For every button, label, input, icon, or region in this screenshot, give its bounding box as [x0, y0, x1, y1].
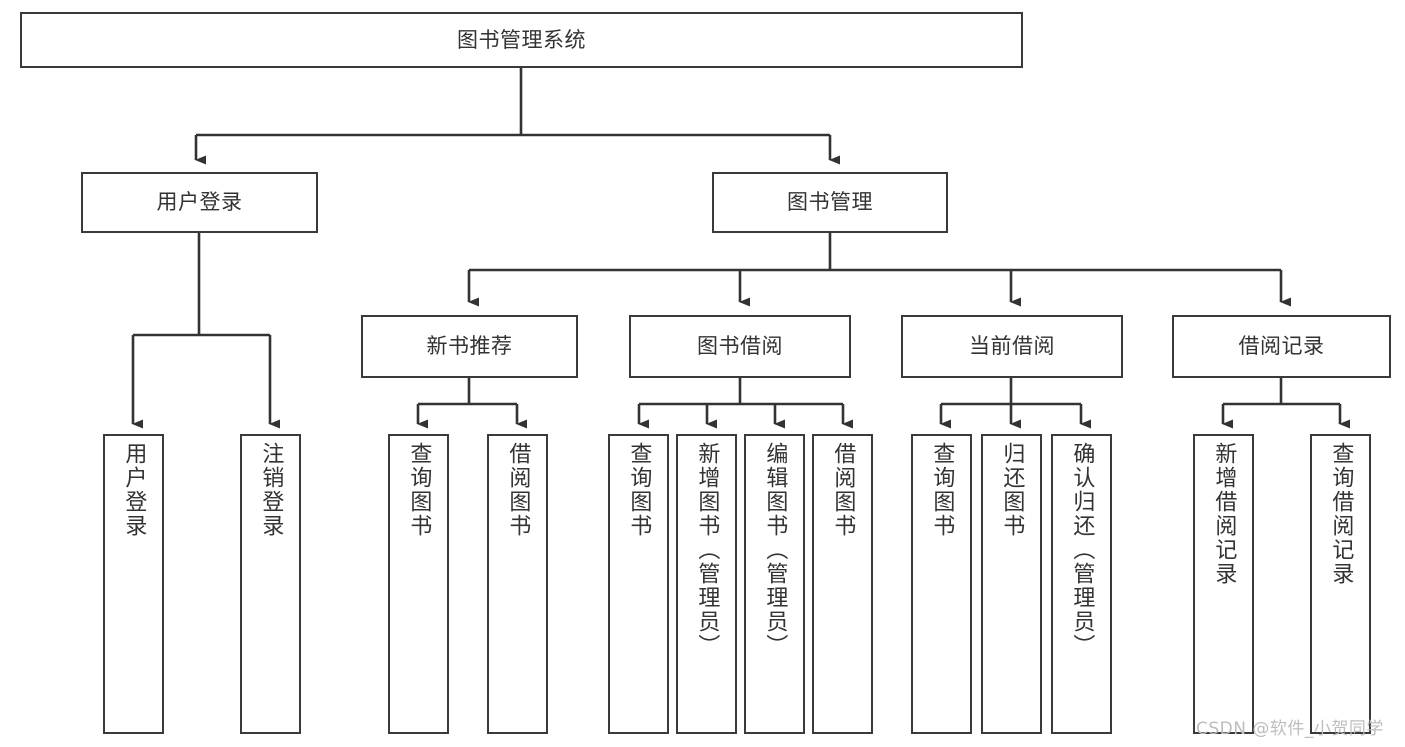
node-borrow-record-label: 借阅记录: [1238, 334, 1325, 359]
node-leaf-current-confirm[interactable]: 确认归还（管理员）: [1051, 434, 1112, 734]
node-borrow-record[interactable]: 借阅记录: [1172, 315, 1391, 378]
node-leaf-borrow-add-label: 新增图书（管理员）: [694, 442, 720, 658]
node-root-system[interactable]: 图书管理系统: [20, 12, 1023, 68]
node-leaf-current-return-label: 归还图书: [999, 442, 1025, 538]
node-book-borrow-label: 图书借阅: [697, 334, 783, 359]
node-leaf-borrow-edit-label: 编辑图书（管理员）: [762, 442, 788, 658]
csdn-watermark: CSDN @软件_小贺同学: [1196, 719, 1384, 739]
node-leaf-borrow-add[interactable]: 新增图书（管理员）: [676, 434, 737, 734]
node-leaf-borrow-lend[interactable]: 借阅图书: [812, 434, 873, 734]
node-user-login-label: 用户登录: [156, 190, 243, 215]
node-leaf-borrow-edit[interactable]: 编辑图书（管理员）: [744, 434, 805, 734]
node-leaf-borrow-query[interactable]: 查询图书: [608, 434, 669, 734]
node-book-manage-label: 图书管理: [787, 190, 873, 215]
node-leaf-record-query[interactable]: 查询借阅记录: [1310, 434, 1371, 734]
node-leaf-user-logout[interactable]: 注销登录: [240, 434, 301, 734]
node-leaf-user-logout-label: 注销登录: [258, 442, 284, 538]
node-leaf-rec-borrow-label: 借阅图书: [505, 442, 531, 538]
node-leaf-current-query-label: 查询图书: [929, 442, 955, 538]
node-book-manage[interactable]: 图书管理: [712, 172, 948, 233]
node-new-book-rec-label: 新书推荐: [426, 334, 513, 359]
node-current-borrow[interactable]: 当前借阅: [901, 315, 1123, 378]
node-leaf-user-login-label: 用户登录: [121, 442, 147, 538]
node-root-system-label: 图书管理系统: [457, 27, 586, 52]
node-leaf-record-query-label: 查询借阅记录: [1328, 442, 1354, 586]
node-leaf-borrow-query-label: 查询图书: [626, 442, 652, 538]
node-leaf-current-confirm-label: 确认归还（管理员）: [1069, 442, 1095, 658]
node-user-login[interactable]: 用户登录: [81, 172, 318, 233]
node-leaf-rec-borrow[interactable]: 借阅图书: [487, 434, 548, 734]
node-leaf-rec-query[interactable]: 查询图书: [388, 434, 449, 734]
node-new-book-rec[interactable]: 新书推荐: [361, 315, 578, 378]
node-leaf-rec-query-label: 查询图书: [406, 442, 432, 538]
node-leaf-borrow-lend-label: 借阅图书: [830, 442, 856, 538]
node-book-borrow[interactable]: 图书借阅: [629, 315, 851, 378]
node-leaf-record-add-label: 新增借阅记录: [1211, 442, 1237, 586]
node-leaf-current-return[interactable]: 归还图书: [981, 434, 1042, 734]
node-leaf-record-add[interactable]: 新增借阅记录: [1193, 434, 1254, 734]
node-current-borrow-label: 当前借阅: [969, 334, 1055, 359]
node-leaf-user-login[interactable]: 用户登录: [103, 434, 164, 734]
node-leaf-current-query[interactable]: 查询图书: [911, 434, 972, 734]
